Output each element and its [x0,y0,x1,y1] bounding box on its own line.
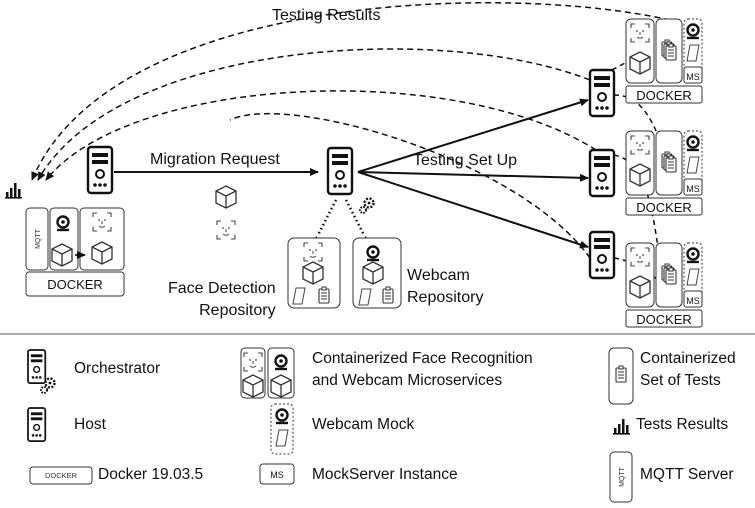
left-docker-label: DOCKER [47,277,103,292]
legend-mqtt-label: MQTT Server [640,466,734,483]
legend-tests-results-label: Tests Results [636,416,729,433]
legend-tests-label: Containerized Set of Tests [640,350,736,389]
legend-face-webcam-label: Containerized Face Recognition and Webca… [312,350,533,389]
repository-links [316,199,366,236]
legend-host-label: Host [74,416,106,433]
docker-label-2: DOCKER [636,200,692,215]
host-tower-1 [588,68,616,118]
webcam-repository [352,237,402,309]
legend-webcam-mock-label: Webcam Mock [312,416,415,433]
legend-orchestrator-label: Orchestrator [74,360,161,377]
svg-text:MS: MS [270,470,284,480]
svg-text:DOCKER: DOCKER [45,471,78,480]
testing-results-arcs [31,1,671,259]
legend-mqtt-badge: MQTT [609,451,633,503]
tests-results-chart-icon [5,183,22,199]
solid-arrows [114,98,589,249]
testing-results-label: Testing Results [272,7,381,24]
legend-host-icon [27,407,47,442]
legend-docker-badge: DOCKER [29,466,93,485]
migrating-cube-icon [215,185,237,209]
legend-mockserver-label: MockServer Instance [312,466,458,483]
orchestrator-gears-icon [358,197,375,215]
docker-label-3: DOCKER [636,312,692,327]
orchestrator-tower [326,146,354,196]
right-cluster-3: MS DOCKER [626,243,702,327]
migration-request-label: Migration Request [150,151,280,168]
legend-tests-results-icon [613,419,630,435]
host-tower-2 [588,148,616,198]
left-host-tower [86,145,114,195]
webcam-repository-label: Webcam Repository [407,267,484,306]
testing-set-up-label: Testing Set Up [413,152,518,169]
migrating-face-icon [216,220,236,240]
legend-face-webcam-icon [240,347,295,399]
legend-tests-icon [608,347,634,405]
legend-ms-badge: MS [259,463,295,485]
svg-text:MQTT: MQTT [619,466,626,487]
ms-badge-1: MS [686,72,700,82]
legend-docker-label: Docker 19.03.5 [98,466,204,483]
host-tower-3 [588,230,616,280]
legend-orchestrator-icon [27,349,47,384]
face-detection-repository [287,237,341,309]
left-cluster: MQTT DOCKER [25,207,125,297]
face-detection-repository-label: Face Detection Repository [168,280,276,319]
right-cluster-1: MS DOCKER [626,19,702,103]
mqtt-badge: MQTT [35,228,42,249]
ms-badge-2: MS [686,184,700,194]
ms-badge-3: MS [686,296,700,306]
legend-webcam-mock-icon [270,403,294,455]
right-cluster-2: MS DOCKER [626,131,702,215]
docker-label-1: DOCKER [636,88,692,103]
